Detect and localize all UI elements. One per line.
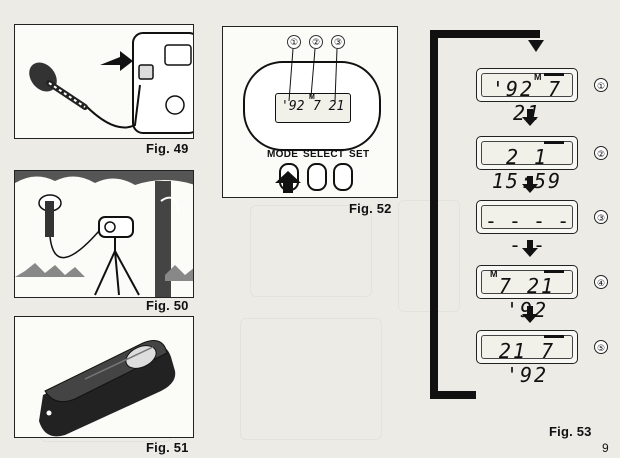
step-5-index: ⑤ xyxy=(594,340,608,354)
callout-1: ① xyxy=(287,35,301,49)
callout-leader-lines xyxy=(288,48,338,102)
step-4-index: ④ xyxy=(594,275,608,289)
down-arrow-icon xyxy=(522,109,538,126)
step-1-index: ① xyxy=(594,78,608,92)
down-arrow-icon xyxy=(522,240,538,257)
display-year: '92 xyxy=(281,99,305,114)
set-button[interactable] xyxy=(333,163,353,191)
figure-52-panel: ① ② ③ '92 M 7 21 MODE SELECT SET xyxy=(222,26,398,198)
figure-53-caption: Fig. 53 xyxy=(549,424,592,439)
remote-cord-illustration xyxy=(29,32,193,134)
page-number: 9 xyxy=(602,441,609,455)
figure-52-caption: Fig. 52 xyxy=(349,201,392,216)
press-arrow-icon xyxy=(275,171,301,193)
display-step-1: M '92 7 21 xyxy=(476,68,578,125)
bleed-through-shape xyxy=(240,318,382,440)
down-arrow-icon xyxy=(522,176,538,193)
down-arrow-icon xyxy=(522,306,538,323)
figure-49-caption: Fig. 49 xyxy=(146,141,189,156)
display-date: 7 21 xyxy=(313,99,345,114)
select-button-label: SELECT xyxy=(303,149,345,160)
select-button[interactable] xyxy=(307,163,327,191)
display-step-5: 21 7 '92 xyxy=(476,330,578,387)
bleed-through-shape xyxy=(398,200,460,312)
display-step-1-mark: M xyxy=(534,72,542,82)
tripod-scene-illustration xyxy=(15,171,193,297)
display-step-3: - - - - - - xyxy=(476,200,578,257)
figure-49-panel xyxy=(14,24,194,139)
step-2-index: ② xyxy=(594,146,608,160)
display-step-4-mark: M xyxy=(490,269,498,279)
display-step-5-text: 21 7 '92 xyxy=(498,339,556,387)
remote-unit-illustration xyxy=(39,340,176,437)
display-step-4: M 7 21 '92 xyxy=(476,265,578,322)
callout-2: ② xyxy=(309,35,323,49)
figure-51-panel xyxy=(14,316,194,438)
callout-3: ③ xyxy=(331,35,345,49)
display-mode-mark: M xyxy=(309,94,315,101)
figure-50-caption: Fig. 50 xyxy=(146,298,189,313)
display-step-2: 2 1 15:59 xyxy=(476,136,578,193)
step-3-index: ③ xyxy=(594,210,608,224)
figure-50-panel xyxy=(14,170,194,298)
figure-51-caption: Fig. 51 xyxy=(146,440,189,455)
set-button-label: SET xyxy=(349,149,370,160)
mode-button-label: MODE xyxy=(267,149,299,160)
bleed-through-shape xyxy=(250,205,372,297)
remote-display xyxy=(275,93,351,123)
